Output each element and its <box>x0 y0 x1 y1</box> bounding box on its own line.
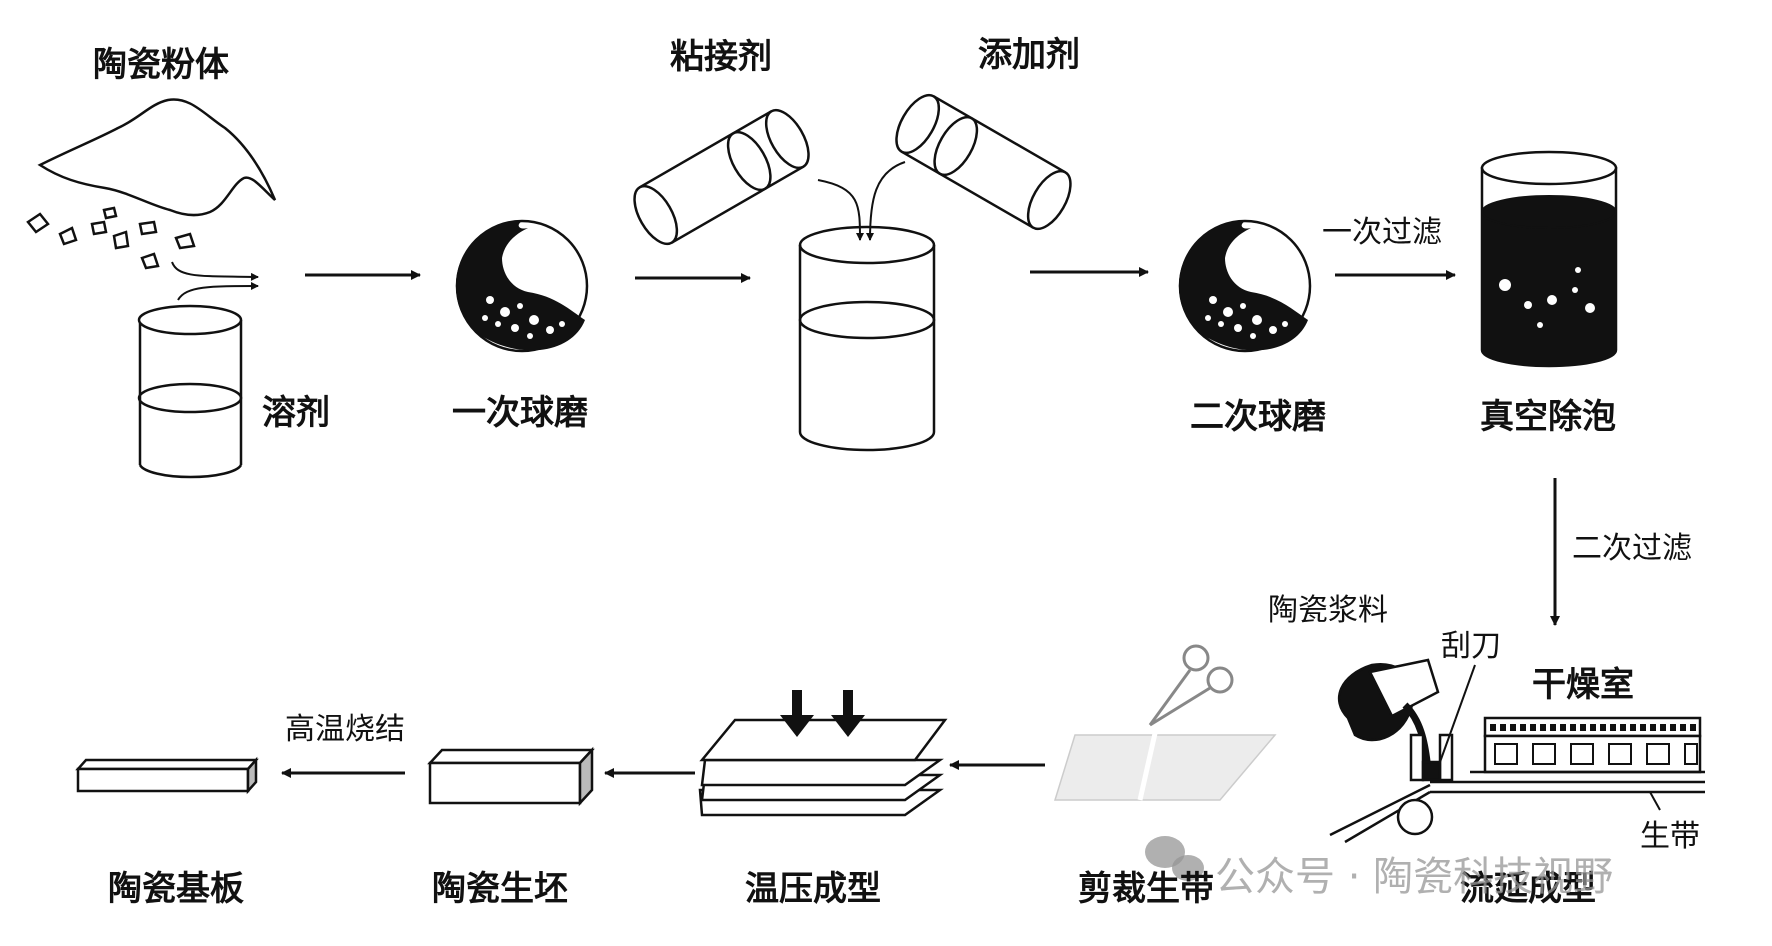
vacuum-defoam-tank-icon <box>1480 150 1618 368</box>
scissors-icon <box>1148 644 1234 727</box>
ceramic-green-body-label: 陶瓷生坯 <box>432 869 568 909</box>
binder-pour-arrow <box>817 179 864 241</box>
drying-room-icon <box>1470 716 1705 774</box>
tape-casting-machine-icon <box>1329 658 1705 844</box>
watermark-text: 公众号 · 陶瓷科技视野 <box>1215 854 1614 900</box>
second-ball-mill-icon <box>1178 219 1312 353</box>
mixing-beaker-icon <box>798 225 936 452</box>
powder-flow-arrow-1 <box>171 261 259 281</box>
cut-green-tape-label: 剪裁生带 <box>1078 869 1214 909</box>
green-tape-label: 生带 <box>1640 819 1700 854</box>
binder-label: 粘接剂 <box>670 37 772 77</box>
doctor-blade-icon <box>1421 760 1442 782</box>
ceramic-green-body-icon <box>427 746 595 807</box>
ceramic-substrate-icon <box>75 756 259 795</box>
doctor-blade-label: 刮刀 <box>1441 629 1501 664</box>
second-ball-mill-label: 二次球磨 <box>1190 397 1326 437</box>
wechat-icon <box>1145 836 1204 881</box>
solvent-label: 溶剂 <box>262 393 330 433</box>
ceramic-substrate-label: 陶瓷基板 <box>108 869 244 909</box>
additive-label: 添加剂 <box>978 35 1080 75</box>
warm-press-label: 温压成型 <box>745 869 881 909</box>
sintering-label: 高温烧结 <box>285 712 405 747</box>
binder-cup-icon <box>633 108 810 246</box>
ceramic-slurry-label: 陶瓷浆料 <box>1268 593 1388 628</box>
tape-casting-label: 流延成型 <box>1460 869 1596 909</box>
cut-green-tape-icon <box>1053 644 1277 801</box>
vacuum-defoam-label: 真空除泡 <box>1480 397 1616 437</box>
ceramic-powder-pile-icon <box>26 98 277 270</box>
ceramic-powder-label: 陶瓷粉体 <box>93 45 229 85</box>
warm-press-stack-icon <box>698 718 948 817</box>
press-down-arrows-icon <box>780 690 865 737</box>
second-filter-label: 二次过滤 <box>1572 531 1692 566</box>
additive-cup-icon <box>895 93 1072 231</box>
first-ball-mill-icon <box>455 219 589 353</box>
solvent-beaker-icon <box>137 304 243 479</box>
first-filter-label: 一次过滤 <box>1322 215 1442 250</box>
powder-flow-arrow-2 <box>177 282 259 301</box>
drying-room-label: 干燥室 <box>1532 665 1634 705</box>
first-ball-mill-label: 一次球磨 <box>452 393 588 433</box>
